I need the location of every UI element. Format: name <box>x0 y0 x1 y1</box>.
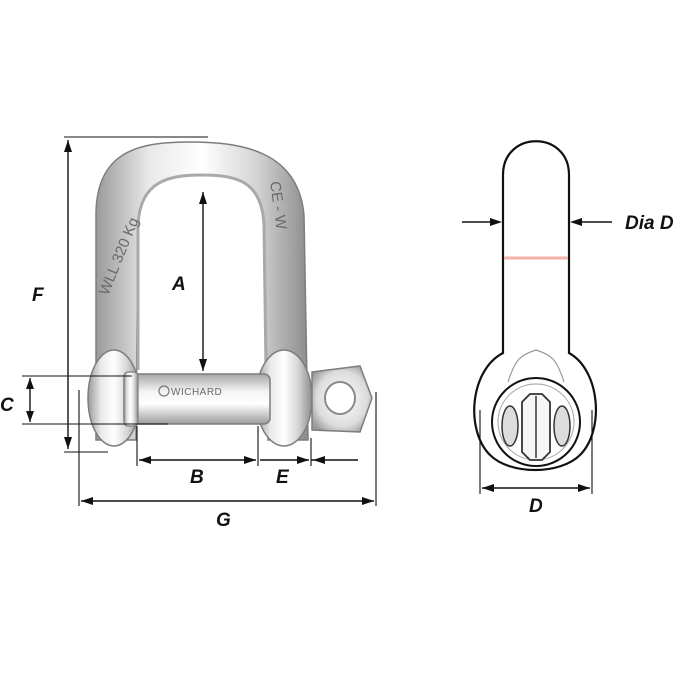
side-dimensions: Dia D D <box>462 213 674 517</box>
shackle-side-view <box>473 140 598 471</box>
dim-label-c: C <box>0 395 14 416</box>
dim-label-d: D <box>529 496 543 517</box>
pin-brand-engraving: WICHARD <box>171 387 222 398</box>
shackle-inner-arch <box>136 173 268 371</box>
wichard-logo-icon <box>158 385 170 397</box>
front-dimensions: F A C B E G <box>0 136 377 531</box>
dim-label-g: G <box>216 510 231 531</box>
dim-label-f: F <box>32 285 45 306</box>
pin-collar <box>123 371 139 427</box>
dim-label-a: A <box>171 274 186 295</box>
side-inner-ring <box>491 377 581 467</box>
ce-engraving: CE - W <box>266 180 290 231</box>
side-profile-outer <box>473 140 598 471</box>
dim-label-b: B <box>190 467 204 488</box>
shackle-front-view: WLL 320 Kg CE - W WICHARD <box>87 141 373 447</box>
pin-head-hole <box>324 381 356 415</box>
shackle-pin <box>123 373 271 425</box>
dim-label-e: E <box>276 467 290 488</box>
dim-label-dia-d: Dia D <box>625 213 674 234</box>
